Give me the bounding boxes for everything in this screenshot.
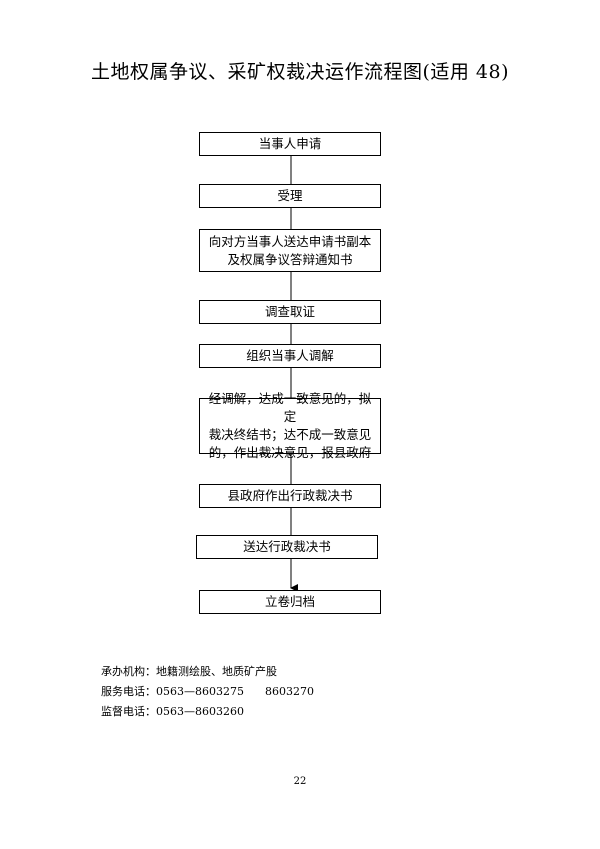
- step-apply: 当事人申请: [199, 132, 381, 156]
- step-deliver-ruling: 送达行政裁决书: [196, 535, 378, 559]
- step-deliver-copy-line2: 及权属争议答辩通知书: [227, 251, 353, 267]
- step-mediation-result: 经调解，达成一致意见的，拟定 裁决终结书；达不成一致意见 的，作出裁决意见，报县…: [199, 391, 381, 460]
- step-mediate: 组织当事人调解: [199, 344, 381, 368]
- agency-text: 承办机构：地籍测绘股、地质矿产股: [101, 665, 277, 678]
- step-archive: 立卷归档: [199, 590, 381, 614]
- step-government-ruling: 县政府作出行政裁决书: [199, 484, 381, 508]
- step-apply-label: 当事人申请: [258, 136, 322, 151]
- page-title: 土地权属争议、采矿权裁决运作流程图(适用 48): [90, 61, 510, 83]
- service-phone-text: 服务电话：0563—8603275 8603270: [101, 685, 314, 698]
- step-government-ruling-label: 县政府作出行政裁决书: [227, 488, 353, 503]
- step-accept-label: 受理: [277, 188, 303, 203]
- step-deliver-ruling-label: 送达行政裁决书: [243, 539, 331, 554]
- contact-info: 承办机构：地籍测绘股、地质矿产股 服务电话：0563—8603275 86032…: [101, 662, 314, 722]
- page-number: 22: [293, 776, 307, 787]
- step-archive-label: 立卷归档: [264, 594, 315, 609]
- step-mediate-label: 组织当事人调解: [246, 348, 334, 363]
- step-mediation-result-line1: 经调解，达成一致意见的，拟定: [208, 391, 372, 424]
- step-investigate-label: 调查取证: [264, 304, 315, 319]
- step-mediation-result-line2: 裁决终结书；达不成一致意见: [208, 427, 372, 442]
- step-accept: 受理: [199, 184, 381, 208]
- step-investigate: 调查取证: [199, 300, 381, 324]
- step-deliver-copy: 向对方当事人送达申请书副本 及权属争议答辩通知书: [199, 229, 381, 272]
- step-deliver-copy-line1: 向对方当事人送达申请书副本: [208, 233, 372, 249]
- step-mediation-result-line3: 的，作出裁决意见，报县政府: [208, 445, 372, 460]
- supervise-phone-text: 监督电话：0563—8603260: [101, 705, 244, 718]
